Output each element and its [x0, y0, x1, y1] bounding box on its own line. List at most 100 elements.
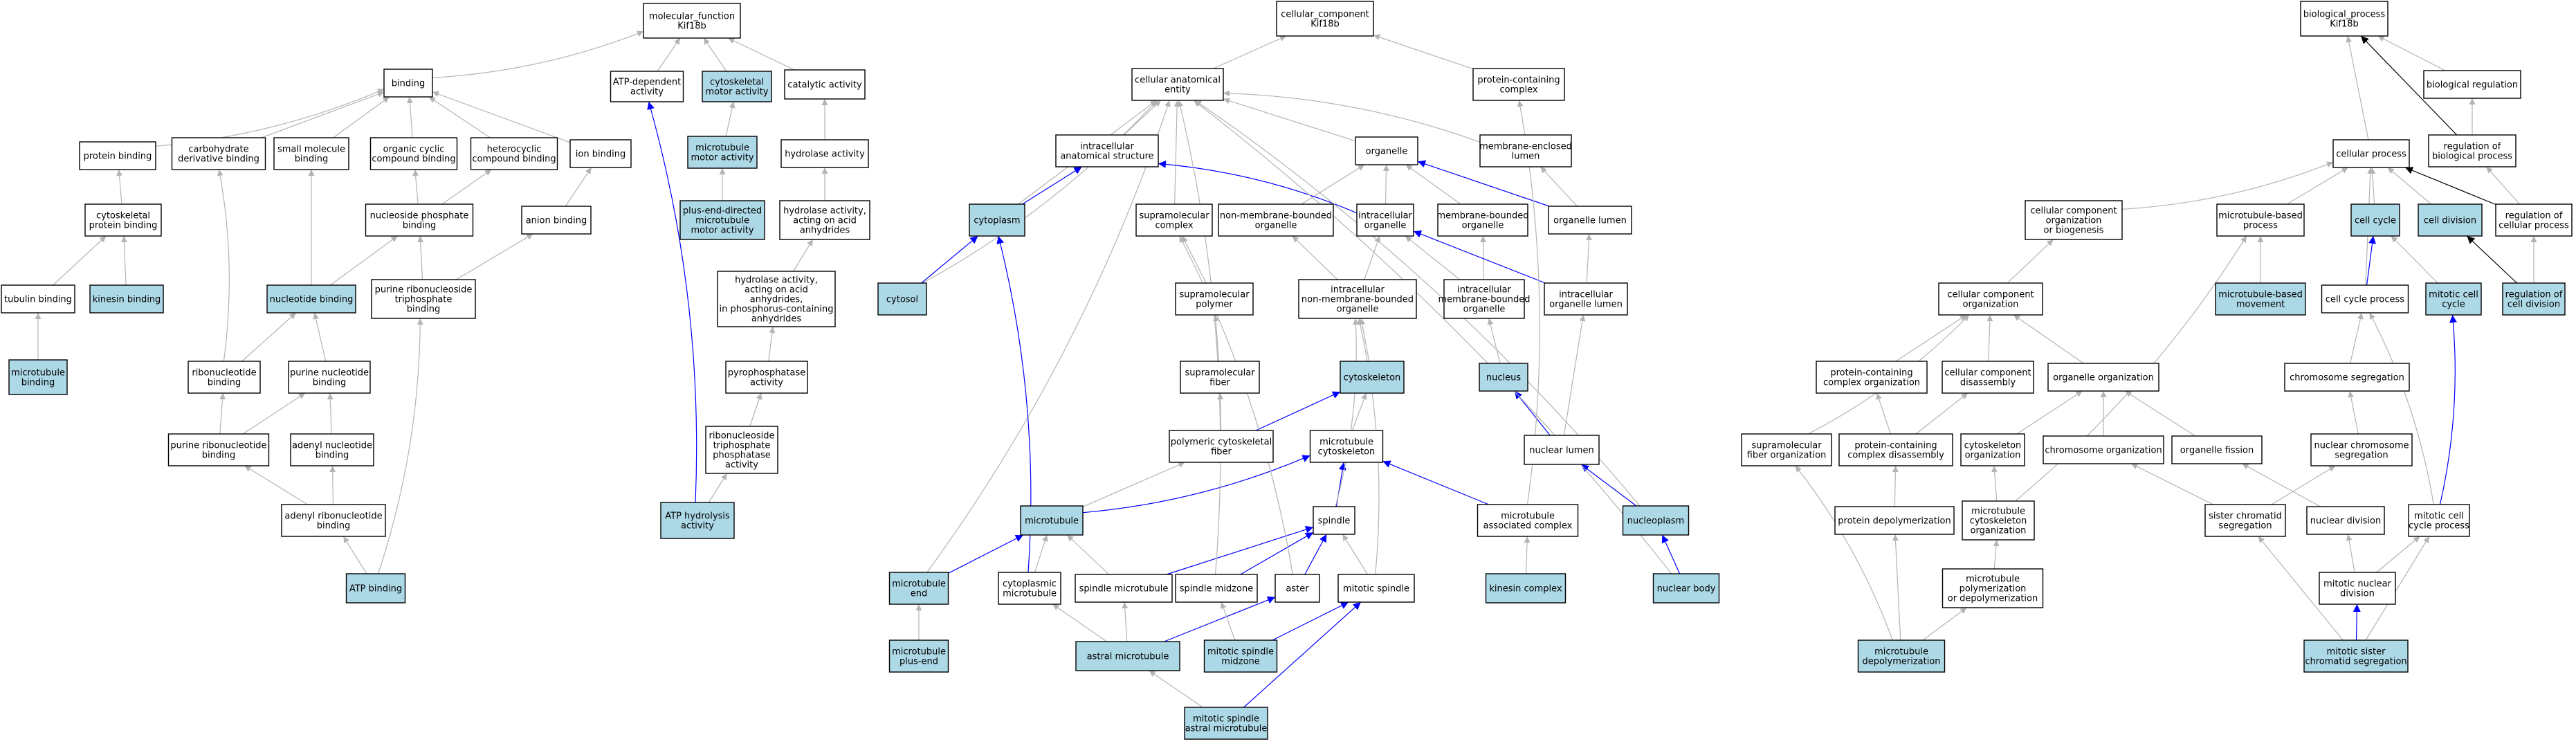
- go-term-cell-div[interactable]: cell division: [2418, 203, 2483, 237]
- go-term-ion-binding[interactable]: ion binding: [569, 139, 632, 168]
- go-term-ccp[interactable]: cell cycle process: [2321, 284, 2409, 314]
- go-term-hydrolase[interactable]: hydrolase activity: [780, 139, 869, 168]
- go-term-nuc-lumen[interactable]: nuclear lumen: [1524, 435, 1600, 465]
- go-term-spindle-mid[interactable]: spindle midzone: [1175, 574, 1258, 603]
- go-term-nucleus[interactable]: nucleus: [1479, 363, 1528, 392]
- go-term-cell-proc[interactable]: cellular process: [2332, 139, 2410, 168]
- go-term-chrom-org[interactable]: chromosome organization: [2043, 435, 2164, 464]
- go-term-astral-mt[interactable]: astral microtubule: [1075, 641, 1180, 671]
- go-term-microtubule[interactable]: microtubule: [1020, 505, 1084, 536]
- go-term-protein-binding[interactable]: protein binding: [79, 141, 156, 170]
- go-term-hydro-phos[interactable]: hydrolase activity,acting on acidanhydri…: [717, 271, 836, 327]
- go-term-tubulin[interactable]: tubulin binding: [1, 284, 75, 314]
- go-term-bio-reg[interactable]: biological regulation: [2423, 70, 2521, 99]
- go-term-kinesin-complex[interactable]: kinesin complex: [1485, 573, 1566, 604]
- go-term-cell-cycle[interactable]: cell cycle: [2350, 203, 2400, 237]
- go-term-ol[interactable]: organelle lumen: [1548, 206, 1632, 235]
- go-term-spindle-mt[interactable]: spindle microtubule: [1075, 574, 1173, 603]
- go-term-prot-depoly[interactable]: protein depolymerization: [1834, 506, 1955, 535]
- go-term-cytoskeleton[interactable]: cytoskeleton: [1340, 361, 1405, 394]
- go-term-nuclear-body[interactable]: nuclear body: [1652, 573, 1720, 604]
- go-term-nuc-div[interactable]: nuclear division: [2306, 506, 2385, 535]
- go-term-inmbo[interactable]: intracellularnon-membrane-boundedorganel…: [1298, 279, 1417, 319]
- go-term-org-fission[interactable]: organelle fission: [2171, 435, 2263, 464]
- go-term-nucleoplasm[interactable]: nucleoplasm: [1622, 505, 1690, 536]
- go-term-org-org[interactable]: organelle organization: [2047, 363, 2159, 392]
- go-term-hydro-acid[interactable]: hydrolase activity,acting on acidanhydri…: [779, 200, 870, 240]
- go-term-atp-binding[interactable]: ATP binding: [345, 573, 406, 604]
- go-term-catalytic[interactable]: catalytic activity: [784, 69, 866, 100]
- go-term-organelle[interactable]: organelle: [1355, 136, 1418, 165]
- go-term-nucleotide[interactable]: nucleotide binding: [266, 284, 356, 314]
- go-term-anion[interactable]: anion binding: [521, 206, 592, 235]
- go-term-cytosol[interactable]: cytosol: [877, 282, 927, 316]
- go-term-binding[interactable]: binding: [383, 69, 433, 98]
- go-term-chrom-seg[interactable]: chromosome segregation: [2284, 363, 2410, 392]
- go-term-kinesin-b[interactable]: kinesin binding: [89, 284, 164, 314]
- go-term-spindle[interactable]: spindle: [1313, 506, 1355, 535]
- go-term-ribo-tp[interactable]: ribonucleosidetriphosphatephosphataseact…: [705, 426, 778, 474]
- go-term-aster[interactable]: aster: [1275, 574, 1320, 603]
